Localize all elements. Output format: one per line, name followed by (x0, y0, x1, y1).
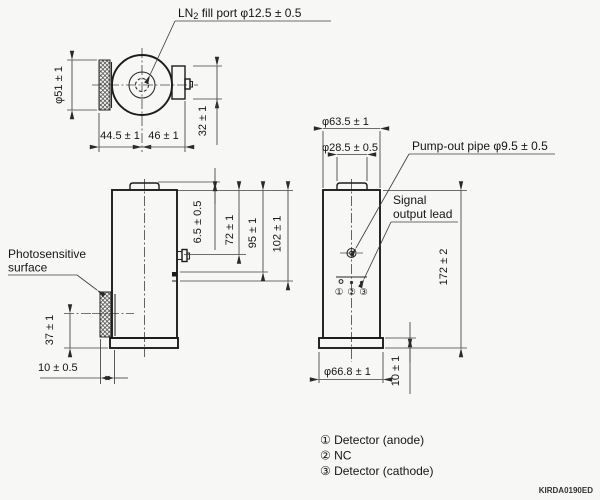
dim-10-0-5-text: 10 ± 0.5 (38, 362, 78, 374)
dim-102-text: 102 ± 1 (272, 216, 284, 253)
top-view-connector-fitting (184, 78, 191, 90)
dimension-phi66-8: φ66.8 ± 1 (309, 352, 393, 383)
legend-item-3: ③ Detector (cathode) (320, 464, 433, 478)
dim-44-5-text: 44.5 ± 1 (100, 130, 140, 142)
pin-3 (359, 280, 364, 285)
ln2-fill-port-callout: LN2 fill port φ12.5 ± 0.5 (144, 6, 331, 85)
signal-output-lead-label-line2: output lead (393, 207, 452, 221)
photosensitive-surface-callout: Photosensitive surface (8, 247, 106, 298)
signal-leader-line (358, 221, 392, 289)
side-view-height-dimensions: 6.5 ± 0.5 72 ± 1 95 ± 1 102 ± 1 (158, 168, 293, 291)
side-view-window-hatch (99, 291, 112, 338)
dim-72-text: 72 ± 1 (224, 215, 236, 246)
signal-output-lead-callout: Signal output lead (358, 193, 458, 289)
pin-number-1: ① (335, 287, 344, 298)
pin-number-2: ② (347, 287, 356, 298)
dim-32-text: 32 ± 1 (197, 106, 209, 137)
dim-46-text: 46 ± 1 (148, 130, 179, 142)
pump-out-leader-line (349, 153, 410, 258)
side-view-cap (129, 182, 160, 190)
signal-pins: ① ② ③ (335, 276, 368, 298)
side-view-bracket (172, 272, 178, 277)
top-view-connector-tip (189, 80, 194, 88)
dim-172-text: 172 ± 2 (438, 249, 450, 286)
dim-phi63-5-text: φ63.5 ± 1 (322, 116, 369, 128)
side-view: 6.5 ± 0.5 72 ± 1 95 ± 1 102 ± 1 37 ± 1 1… (8, 168, 293, 384)
side-view-pipe-fitting (181, 248, 188, 263)
pump-out-pipe-label: Pump-out pipe φ9.5 ± 0.5 (412, 139, 548, 153)
ln2-fill-port-label: LN2 fill port φ12.5 ± 0.5 (178, 6, 302, 21)
legend-item-1: ① Detector (anode) (320, 433, 424, 447)
dim-95-text: 95 ± 1 (247, 218, 259, 249)
dimension-phi63-5: φ63.5 ± 1 (313, 116, 390, 188)
top-view: φ51 ± 1 44.5 ± 1 46 ± 1 32 ± 1 LN2 fill … (53, 6, 331, 152)
side-view-flange (109, 337, 179, 349)
pump-out-pipe-callout: Pump-out pipe φ9.5 ± 0.5 (349, 139, 555, 258)
dimension-32: 32 ± 1 (193, 56, 222, 145)
front-view-cap (336, 182, 368, 190)
dim-phi66-8-text: φ66.8 ± 1 (324, 366, 371, 378)
signal-output-lead-label-line1: Signal (393, 193, 426, 207)
top-view-connector-body (171, 65, 186, 100)
pin-number-3: ③ (359, 287, 368, 298)
pin-1 (338, 279, 344, 284)
dimension-10-0-5: 10 ± 0.5 (38, 339, 128, 384)
dim-6-5-text: 6.5 ± 0.5 (192, 201, 204, 244)
dimension-10-1: 10 ± 1 (385, 322, 416, 394)
photosensitive-surface-label-line1: Photosensitive (8, 247, 86, 261)
dimension-phi51: φ51 ± 1 (53, 50, 97, 120)
document-id: KIRDA0190ED (539, 486, 593, 495)
front-view-flange (318, 337, 384, 349)
dim-phi51-text: φ51 ± 1 (53, 66, 65, 104)
dim-37-text: 37 ± 1 (44, 315, 56, 346)
ln2-leader-line (144, 20, 176, 85)
top-view-neck-circle (128, 71, 156, 99)
photosensitive-leader-line (76, 274, 106, 298)
dimension-172: 172 ± 2 (383, 181, 467, 358)
dimension-phi28-5: φ28.5 ± 0.5 (322, 142, 378, 181)
side-view-pipe-tip (186, 252, 191, 260)
dimension-37: 37 ± 1 (44, 304, 108, 358)
pin-legend: ① Detector (anode) ② NC ③ Detector (cath… (320, 433, 433, 478)
legend-item-2: ② NC (320, 449, 352, 463)
photosensitive-surface-label-line2: surface (8, 261, 48, 275)
pin-2 (349, 280, 354, 285)
top-view-fill-port-circle (135, 78, 149, 92)
front-view: ① ② ③ φ63.5 ± 1 φ28.5 ± 0.5 Pump-out pip… (309, 116, 555, 394)
top-view-window-hatch (98, 59, 111, 111)
dimension-width: 44.5 ± 1 46 ± 1 (89, 101, 195, 152)
dim-phi28-5-text: φ28.5 ± 0.5 (322, 142, 378, 154)
dim-10-1-text: 10 ± 1 (390, 356, 402, 387)
